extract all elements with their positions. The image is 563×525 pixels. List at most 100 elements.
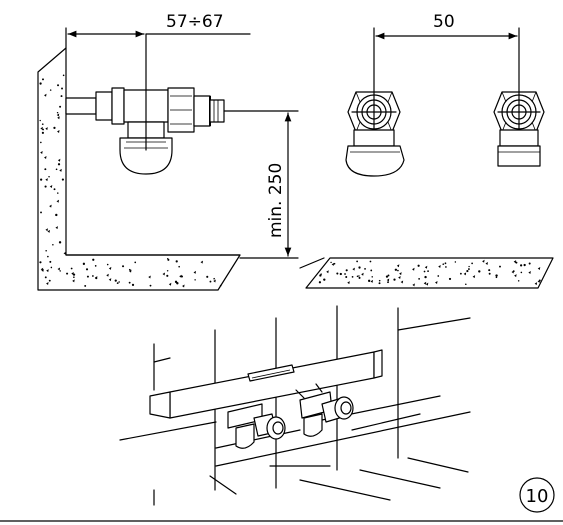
concrete-speck (106, 273, 109, 277)
concrete-speck (41, 123, 44, 125)
concrete-speck (206, 275, 209, 278)
concrete-speck (73, 276, 75, 278)
concrete-speck (364, 267, 366, 270)
concrete-speck (369, 260, 372, 263)
concrete-speck (39, 261, 42, 264)
concrete-speck (345, 269, 348, 272)
concrete-speck (488, 269, 491, 272)
concrete-speck (94, 265, 97, 267)
valve-side (95, 87, 225, 175)
concrete-speck (40, 267, 44, 271)
concrete-speck (352, 267, 355, 271)
concrete-speck (523, 263, 526, 267)
concrete-speck (40, 126, 43, 130)
concrete-speck (129, 269, 132, 273)
concrete-speck (437, 275, 440, 277)
concrete-speck (59, 168, 62, 172)
concrete-speck (495, 276, 498, 279)
concrete-speck (48, 279, 51, 282)
concrete-speck (57, 163, 61, 166)
concrete-speck (166, 270, 169, 272)
concrete-speck (465, 283, 467, 286)
concrete-speck (485, 261, 488, 265)
concrete-speck (122, 265, 125, 268)
concrete-speck (512, 270, 515, 273)
concrete-speck (56, 199, 60, 203)
concrete-speck (49, 260, 52, 263)
concrete-speck (393, 278, 396, 281)
concrete-speck (331, 262, 335, 266)
concrete-speck (424, 265, 428, 269)
concrete-speck (106, 263, 109, 266)
concrete-speck (57, 129, 60, 133)
concrete-speck (52, 243, 54, 246)
concrete-speck (387, 274, 390, 277)
concrete-speck (41, 131, 44, 134)
concrete-speck (194, 279, 196, 281)
concrete-speck (178, 265, 180, 268)
concrete-speck (175, 260, 178, 263)
concrete-speck (466, 269, 469, 273)
wall-concrete-specks (39, 74, 222, 288)
dimension-spacing: 50 (373, 12, 520, 119)
concrete-speck (386, 278, 390, 282)
concrete-speck (61, 87, 63, 90)
concrete-speck (39, 82, 42, 85)
concrete-speck (495, 274, 498, 277)
concrete-speck (50, 266, 53, 269)
mounting-rail (149, 349, 383, 419)
concrete-speck (528, 262, 531, 265)
concrete-speck (40, 150, 43, 154)
dimension-offset-label: 57÷67 (166, 12, 224, 32)
concrete-speck (149, 284, 152, 287)
concrete-speck (514, 274, 517, 278)
concrete-speck (200, 260, 204, 264)
concrete-speck (459, 272, 462, 275)
concrete-speck (42, 128, 44, 131)
concrete-speck (336, 272, 339, 275)
concrete-speck (445, 266, 447, 268)
concrete-speck (534, 282, 538, 286)
concrete-speck (86, 275, 89, 278)
isometric-view (119, 305, 471, 506)
concrete-speck (116, 282, 119, 285)
supply-pipe (65, 97, 97, 115)
concrete-speck (213, 277, 215, 280)
concrete-speck (57, 267, 61, 271)
valve-iso-right (295, 383, 354, 437)
concrete-speck (168, 282, 172, 286)
concrete-speck (330, 261, 332, 264)
concrete-speck (46, 269, 49, 273)
concrete-speck (134, 261, 137, 264)
concrete-speck (57, 192, 59, 194)
concrete-speck (66, 272, 69, 275)
concrete-speck (468, 268, 470, 270)
concrete-speck (478, 270, 481, 273)
concrete-speck (56, 111, 59, 114)
concrete-speck (48, 175, 50, 178)
concrete-speck (193, 270, 197, 274)
concrete-speck (418, 277, 421, 280)
concrete-speck (45, 178, 48, 182)
concrete-speck (47, 255, 49, 258)
concrete-speck (44, 185, 47, 188)
dimension-height-label: min. 250 (266, 163, 286, 238)
concrete-speck (528, 271, 531, 275)
concrete-speck (454, 261, 457, 263)
concrete-speck (49, 89, 52, 91)
concrete-speck (427, 270, 429, 273)
concrete-speck (176, 282, 179, 285)
concrete-speck (371, 276, 373, 278)
concrete-speck (166, 274, 169, 277)
concrete-speck (424, 275, 427, 279)
concrete-speck (44, 155, 47, 159)
concrete-speck (213, 279, 216, 283)
concrete-speck (385, 275, 389, 278)
concrete-speck (71, 272, 74, 276)
concrete-speck (219, 284, 222, 287)
concrete-speck (356, 260, 359, 263)
concrete-speck (94, 276, 98, 280)
concrete-speck (62, 74, 65, 77)
concrete-speck (44, 93, 47, 97)
